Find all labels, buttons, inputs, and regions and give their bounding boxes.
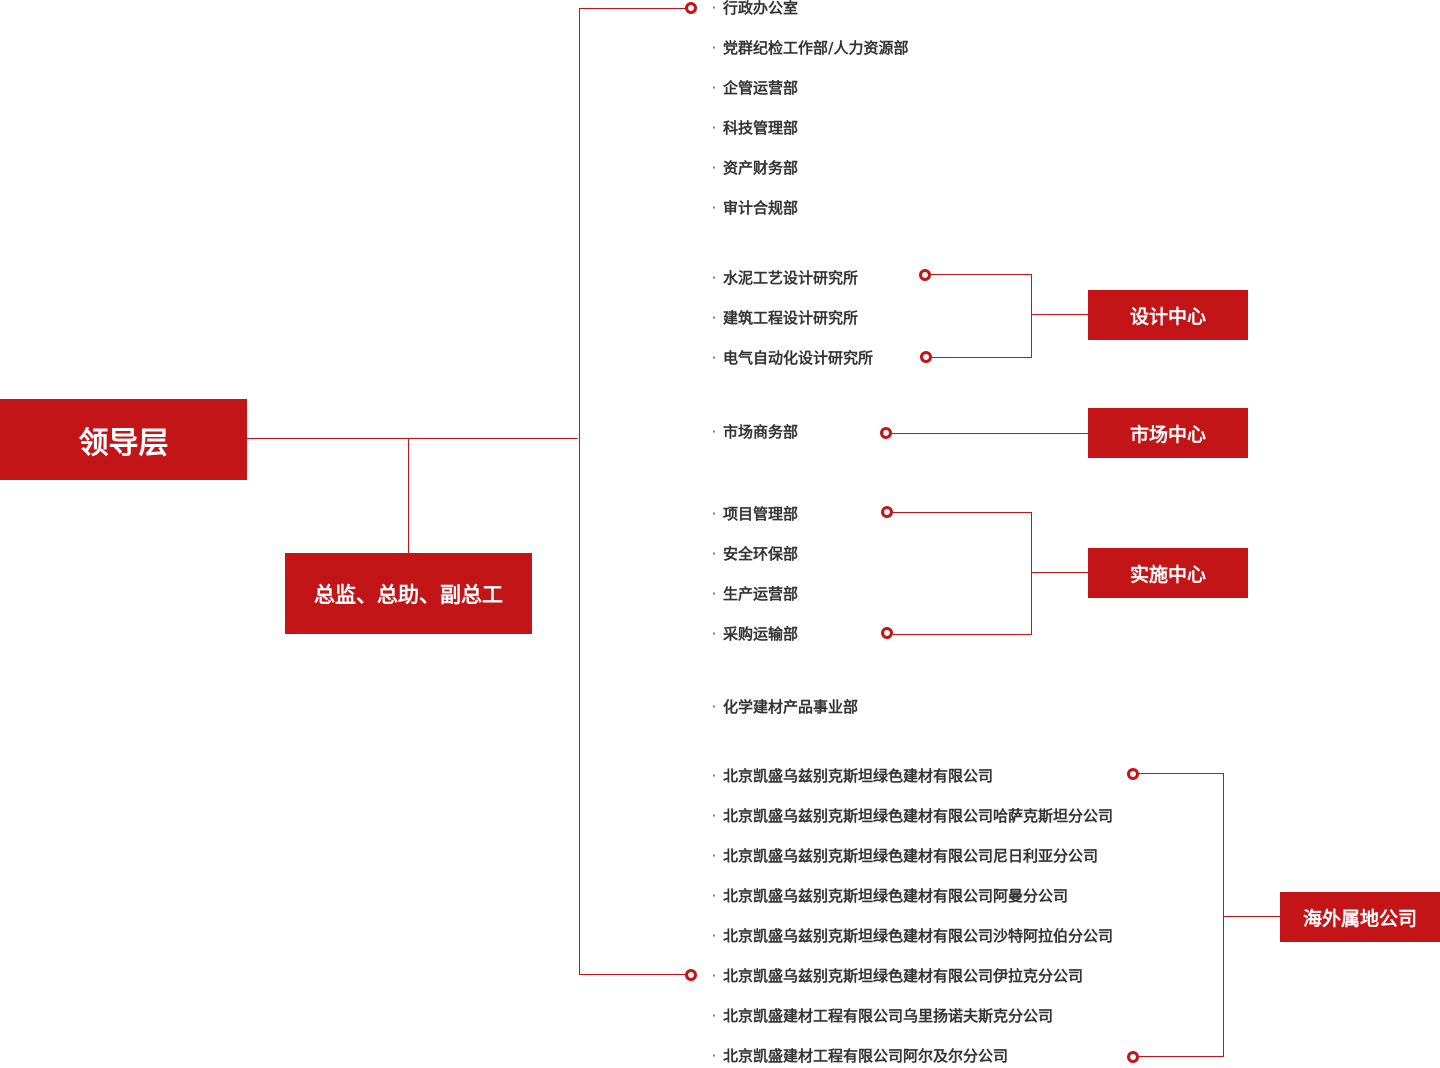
department-label: 北京凯盛乌兹别克斯坦绿色建材有限公司 bbox=[723, 767, 994, 785]
bullet-dot: · bbox=[711, 79, 717, 97]
market-center-label: 市场中心 bbox=[1129, 423, 1206, 446]
connector-node bbox=[685, 2, 697, 14]
design-center-label: 设计中心 bbox=[1129, 305, 1206, 328]
bullet-dot: · bbox=[711, 199, 717, 217]
connector-node bbox=[881, 627, 893, 639]
department-item: · 资产财务部 bbox=[710, 156, 798, 180]
department-label: 北京凯盛乌兹别克斯坦绿色建材有限公司尼日利亚分公司 bbox=[723, 847, 1099, 865]
bullet-dot: · bbox=[711, 505, 717, 523]
department-item: · 行政办公室 bbox=[710, 0, 798, 20]
department-item: · 党群纪检工作部/人力资源部 bbox=[710, 36, 909, 60]
department-item: · 企管运营部 bbox=[710, 76, 798, 100]
implementation-center-label: 实施中心 bbox=[1129, 563, 1206, 586]
department-label: 企管运营部 bbox=[723, 79, 799, 97]
bullet-dot: · bbox=[711, 545, 717, 563]
bullet-dot: · bbox=[711, 423, 717, 441]
bullet-dot: · bbox=[711, 887, 717, 905]
leadership-label: 领导层 bbox=[78, 425, 169, 461]
bullet-dot: · bbox=[711, 159, 717, 177]
bullet-dot: · bbox=[711, 349, 717, 367]
bullet-dot: · bbox=[711, 269, 717, 287]
department-label: 北京凯盛乌兹别克斯坦绿色建材有限公司哈萨克斯坦分公司 bbox=[723, 807, 1114, 825]
department-label: 电气自动化设计研究所 bbox=[723, 349, 874, 367]
assistants-box: 总监、总助、副总工 bbox=[285, 553, 532, 634]
bullet-dot: · bbox=[711, 39, 717, 57]
connector-node bbox=[1127, 1051, 1139, 1063]
department-item: · 北京凯盛建材工程有限公司阿尔及尔分公司 bbox=[710, 1044, 1008, 1068]
department-item: · 北京凯盛乌兹别克斯坦绿色建材有限公司 bbox=[710, 764, 993, 788]
department-item: · 科技管理部 bbox=[710, 116, 798, 140]
department-item: · 水泥工艺设计研究所 bbox=[710, 266, 858, 290]
bullet-dot: · bbox=[711, 0, 717, 17]
department-label: 资产财务部 bbox=[723, 159, 799, 177]
assistants-label: 总监、总助、副总工 bbox=[314, 582, 503, 607]
bullet-dot: · bbox=[711, 309, 717, 327]
department-label: 行政办公室 bbox=[723, 0, 799, 17]
leadership-box: 领导层 bbox=[0, 399, 247, 480]
department-label: 项目管理部 bbox=[723, 505, 799, 523]
bullet-dot: · bbox=[711, 927, 717, 945]
department-label: 采购运输部 bbox=[723, 625, 799, 643]
department-item: · 安全环保部 bbox=[710, 542, 798, 566]
bullet-dot: · bbox=[711, 585, 717, 603]
department-label: 北京凯盛乌兹别克斯坦绿色建材有限公司阿曼分公司 bbox=[723, 887, 1069, 905]
connector-node bbox=[881, 506, 893, 518]
department-item: · 建筑工程设计研究所 bbox=[710, 306, 858, 330]
bullet-dot: · bbox=[711, 807, 717, 825]
bullet-dot: · bbox=[711, 847, 717, 865]
connector-node bbox=[920, 351, 932, 363]
department-label: 北京凯盛乌兹别克斯坦绿色建材有限公司伊拉克分公司 bbox=[723, 967, 1084, 985]
department-item: · 北京凯盛建材工程有限公司乌里扬诺夫斯克分公司 bbox=[710, 1004, 1053, 1028]
bullet-dot: · bbox=[711, 1007, 717, 1025]
department-item: · 化学建材产品事业部 bbox=[710, 695, 858, 719]
department-label: 市场商务部 bbox=[723, 423, 799, 441]
connector-node bbox=[685, 969, 697, 981]
department-item: · 项目管理部 bbox=[710, 502, 798, 526]
design-bracket-line bbox=[931, 274, 1032, 358]
department-label: 水泥工艺设计研究所 bbox=[723, 269, 859, 287]
bullet-dot: · bbox=[711, 1047, 717, 1065]
department-item: · 电气自动化设计研究所 bbox=[710, 346, 873, 370]
department-item: · 审计合规部 bbox=[710, 196, 798, 220]
department-item: · 北京凯盛乌兹别克斯坦绿色建材有限公司尼日利亚分公司 bbox=[710, 844, 1098, 868]
department-item: · 北京凯盛乌兹别克斯坦绿色建材有限公司阿曼分公司 bbox=[710, 884, 1068, 908]
department-item: · 北京凯盛乌兹别克斯坦绿色建材有限公司哈萨克斯坦分公司 bbox=[710, 804, 1113, 828]
implementation-center-box: 实施中心 bbox=[1088, 548, 1248, 598]
bullet-dot: · bbox=[711, 119, 717, 137]
department-label: 北京凯盛建材工程有限公司阿尔及尔分公司 bbox=[723, 1047, 1009, 1065]
department-label: 北京凯盛建材工程有限公司乌里扬诺夫斯克分公司 bbox=[723, 1007, 1054, 1025]
department-label: 党群纪检工作部/人力资源部 bbox=[723, 39, 909, 57]
department-item: · 北京凯盛乌兹别克斯坦绿色建材有限公司沙特阿拉伯分公司 bbox=[710, 924, 1113, 948]
department-label: 科技管理部 bbox=[723, 119, 799, 137]
department-item: · 采购运输部 bbox=[710, 622, 798, 646]
connector-node bbox=[1127, 768, 1139, 780]
design-center-box: 设计中心 bbox=[1088, 290, 1248, 340]
overseas-center-box: 海外属地公司 bbox=[1280, 892, 1440, 942]
market-center-box: 市场中心 bbox=[1088, 408, 1248, 458]
bullet-dot: · bbox=[711, 967, 717, 985]
department-item: · 生产运营部 bbox=[710, 582, 798, 606]
department-label: 化学建材产品事业部 bbox=[723, 698, 859, 716]
department-item: · 北京凯盛乌兹别克斯坦绿色建材有限公司伊拉克分公司 bbox=[710, 964, 1083, 988]
department-label: 安全环保部 bbox=[723, 545, 799, 563]
department-label: 建筑工程设计研究所 bbox=[723, 309, 859, 327]
bullet-dot: · bbox=[711, 698, 717, 716]
connector-node bbox=[880, 427, 892, 439]
bullet-dot: · bbox=[711, 767, 717, 785]
department-label: 北京凯盛乌兹别克斯坦绿色建材有限公司沙特阿拉伯分公司 bbox=[723, 927, 1114, 945]
overseas-center-label: 海外属地公司 bbox=[1302, 907, 1417, 930]
overseas-bracket-line bbox=[1139, 773, 1224, 1057]
department-item: · 市场商务部 bbox=[710, 420, 798, 444]
implementation-bracket-line bbox=[893, 512, 1032, 635]
bullet-dot: · bbox=[711, 625, 717, 643]
department-label: 生产运营部 bbox=[723, 585, 799, 603]
department-label: 审计合规部 bbox=[723, 199, 799, 217]
connector-node bbox=[919, 269, 931, 281]
